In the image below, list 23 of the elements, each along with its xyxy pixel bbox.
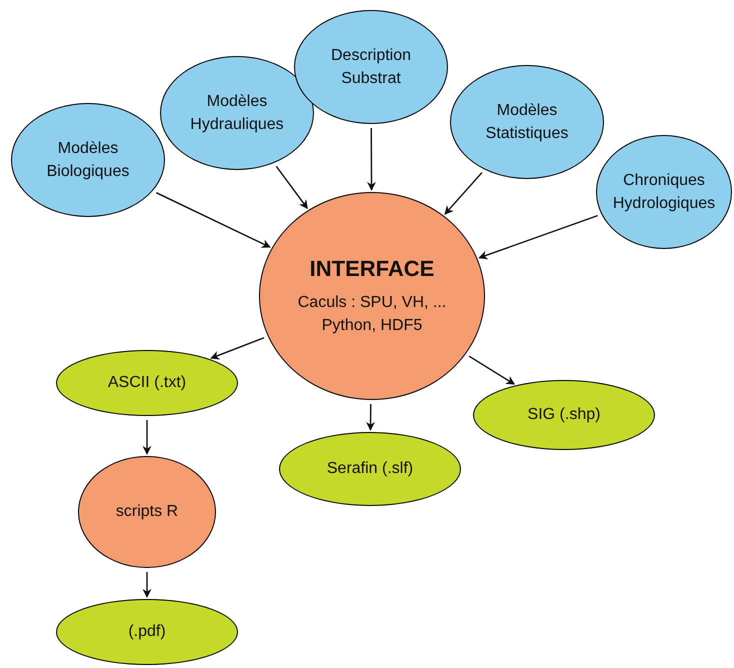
arrow xyxy=(444,172,482,215)
node-label: ASCII (.txt) xyxy=(106,373,188,394)
node-label: Chroniques Hydrologiques xyxy=(612,170,716,214)
arrow xyxy=(142,572,152,598)
node-label: Modèles Hydrauliques xyxy=(189,92,285,135)
arrow xyxy=(366,404,376,431)
node-title: INTERFACE xyxy=(310,255,434,283)
arrow xyxy=(367,128,376,191)
arrow xyxy=(156,192,271,248)
node-label: scripts R xyxy=(114,502,180,522)
node-label: (.pdf) xyxy=(127,622,167,642)
node-label: Python, HDF5 xyxy=(320,316,424,336)
node-label: Modèles Statistiques xyxy=(484,100,570,144)
node-label: Caculs : SPU, VH, ... xyxy=(296,292,448,313)
node-label: Description Substrat xyxy=(330,46,412,89)
node-label: Serafin (.slf) xyxy=(326,459,414,480)
arrow xyxy=(478,214,598,260)
arrow xyxy=(468,356,516,385)
node-label: Modèles Biologiques xyxy=(46,138,130,182)
arrow xyxy=(276,166,308,210)
arrow xyxy=(142,420,152,455)
arrow xyxy=(210,337,264,360)
node-label: SIG (.shp) xyxy=(526,405,602,426)
